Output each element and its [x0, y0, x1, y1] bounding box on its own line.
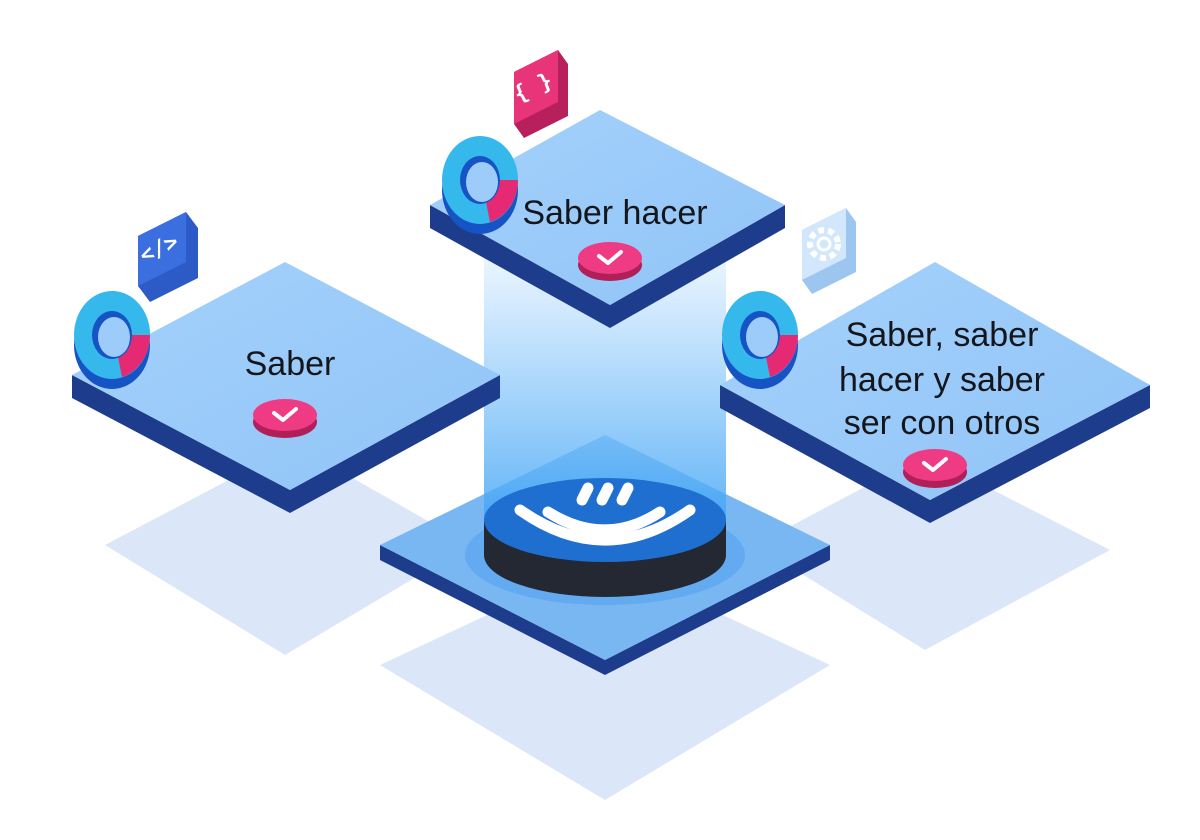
check-button-saber-hacer[interactable] — [578, 242, 642, 281]
card-saber-ser-label-line-2: hacer y saber — [839, 361, 1045, 399]
checkmark-icon — [597, 250, 623, 265]
donut-chart-icon-2 — [442, 136, 518, 234]
donut-chart-icon — [74, 291, 150, 389]
card-saber-hacer-label: Saber hacer — [522, 194, 707, 232]
card-saber-ser-top — [720, 262, 1150, 500]
card-saber-top — [72, 262, 500, 490]
card-saber: </> Saber — [72, 212, 500, 513]
checkmark-icon — [272, 407, 298, 422]
puck-top — [484, 478, 726, 562]
shadow-right — [755, 455, 1110, 650]
code-tag-icon: </> — [136, 212, 198, 302]
floor-shadows — [105, 445, 1110, 800]
shadow-left — [105, 445, 470, 655]
check-button-saber-ser[interactable] — [903, 449, 967, 488]
card-saber-ser-label-line-3: ser con otros — [844, 404, 1041, 442]
center-puck — [465, 478, 745, 605]
card-saber-ser-side — [720, 385, 1150, 523]
card-saber-ser: Saber, saber hacer y saber ser con otros — [720, 208, 1150, 523]
card-saber-ser-label-line-1: Saber, saber — [846, 316, 1039, 354]
card-saber-hacer: { } Saber hacer — [430, 50, 785, 328]
shadow-center — [380, 560, 830, 800]
card-saber-hacer-side — [430, 205, 785, 328]
curly-braces-icon: { } — [510, 50, 568, 138]
check-button-saber[interactable] — [253, 399, 317, 438]
checkmark-icon — [922, 457, 948, 472]
gear-icon — [802, 208, 856, 294]
card-saber-hacer-top — [430, 110, 785, 305]
card-saber-side — [72, 375, 500, 513]
smiley-logo-icon — [514, 482, 696, 546]
card-saber-label: Saber — [245, 345, 336, 383]
donut-chart-icon-3 — [722, 291, 798, 389]
